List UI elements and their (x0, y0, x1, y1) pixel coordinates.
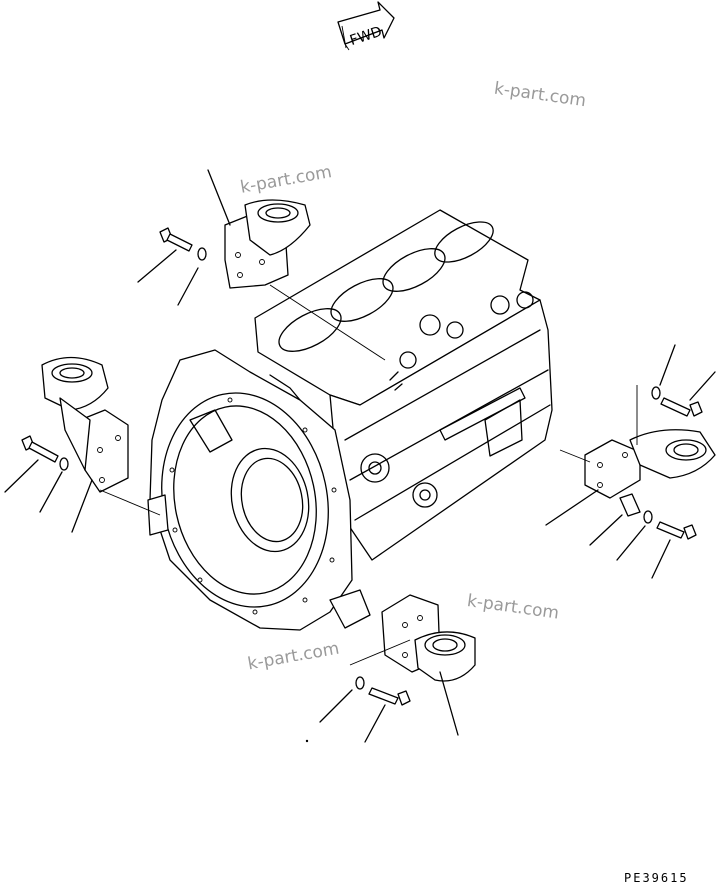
rear-bracket-left (41, 356, 161, 533)
figure-code: PE39615 (624, 871, 689, 885)
watermark-top-right: k-part.com (493, 79, 587, 112)
watermark-top-left: k-part.com (239, 162, 334, 198)
spacer-right (589, 493, 641, 546)
watermark-bottom-left: k-part.com (246, 639, 341, 675)
bolt-left (4, 435, 69, 513)
flywheel-housing (147, 349, 371, 631)
bolt-right-lower (616, 510, 697, 579)
bolt-bottom (305, 676, 411, 743)
engine-block (254, 209, 553, 561)
watermark-bottom-right: k-part.com (466, 591, 560, 624)
front-bracket-bottom (349, 594, 476, 736)
rear-bracket-right (545, 385, 716, 526)
fwd-arrow: FWD (337, 1, 395, 51)
bolt-right-upper (651, 344, 716, 417)
front-bracket-top (207, 169, 386, 361)
bolt-top (137, 227, 207, 306)
